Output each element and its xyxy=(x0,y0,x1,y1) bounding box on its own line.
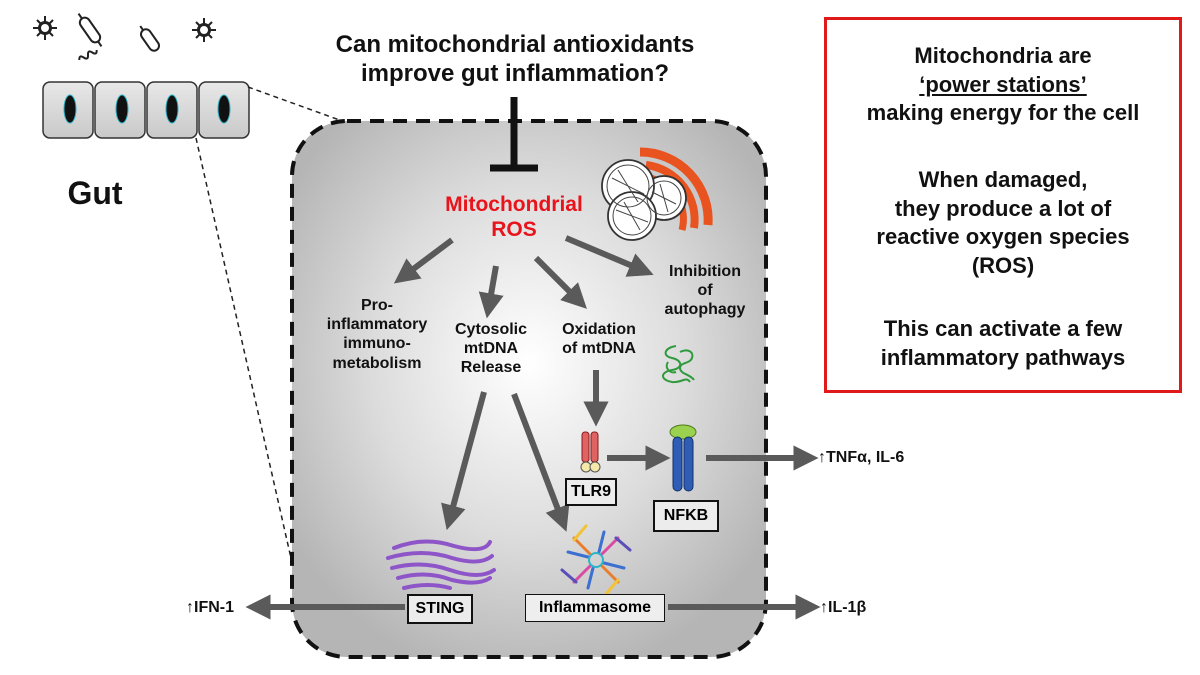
inhibition-bar xyxy=(490,97,538,172)
output-tnf: ↑TNFα, IL-6 xyxy=(818,449,905,466)
bacterium-icon-1 xyxy=(77,13,103,47)
info-paragraph-3: This can activate a few inflammatory pat… xyxy=(880,316,1126,370)
ros-label-line1: Mitochondrial xyxy=(445,193,583,216)
arrow-to-oxidation xyxy=(533,255,587,309)
output-ifn: ↑IFN-1 xyxy=(186,599,234,616)
arrow-to-autophagy xyxy=(564,235,654,277)
info-paragraph-1: Mitochondria are ‘power stations’ making… xyxy=(866,43,1140,126)
gut-epithelium xyxy=(42,81,250,139)
inflammasome-box: Inflammasome xyxy=(525,594,665,622)
nfkb-complex-icon xyxy=(669,424,697,492)
sting-box: STING xyxy=(407,594,473,624)
path-autophagy-label: Inhibition of autophagy xyxy=(664,263,746,319)
header-question-line2: improve gut inflammation? xyxy=(360,59,669,87)
damaged-mitochondria-icon xyxy=(662,345,695,384)
arrow-cytosolic-to-sting xyxy=(441,391,487,531)
zoom-line-bottom xyxy=(195,137,301,599)
ros-label: Mitochondrial ROS xyxy=(424,192,604,242)
header-question-line1: Can mitochondrial antioxidants xyxy=(335,31,695,58)
microbe-icon-2 xyxy=(192,18,216,42)
info-panel: Mitochondria are ‘power stations’ making… xyxy=(824,17,1182,393)
gut-label: Gut xyxy=(67,175,123,211)
zoom-line-top xyxy=(247,86,346,123)
header-question: Can mitochondrial antioxidants improve g… xyxy=(300,31,730,89)
mitochondria-icon xyxy=(601,147,713,241)
sting-er-icon xyxy=(386,539,496,590)
output-il1b: ↑IL-1β xyxy=(820,599,867,616)
path-oxidation-label: Oxidation of mtDNA xyxy=(562,321,636,358)
path-cytosolic-label: Cytosolic mtDNA Release xyxy=(454,321,527,377)
nfkb-box: NFKB xyxy=(653,500,719,532)
ros-label-line2: ROS xyxy=(491,218,537,242)
arrow-to-cytosolic xyxy=(478,265,504,319)
microbe-icon-1 xyxy=(33,16,57,40)
ros-arrows xyxy=(245,235,821,620)
arrow-cytosolic-to-inflammasome xyxy=(511,392,570,532)
arrow-to-proinflammatory xyxy=(393,237,454,284)
info-paragraph-2: When damaged, they produce a lot of reac… xyxy=(876,167,1130,278)
path-proinflammatory-label: Pro- inflammatory immuno- metabolism xyxy=(326,297,428,372)
inflammasome-icon xyxy=(560,524,632,596)
bacterium-icon-2 xyxy=(139,25,161,52)
spiral-bacterium-icon xyxy=(78,49,98,61)
tlr9-box: TLR9 xyxy=(565,478,617,506)
tlr9-receptor-icon xyxy=(580,431,601,473)
